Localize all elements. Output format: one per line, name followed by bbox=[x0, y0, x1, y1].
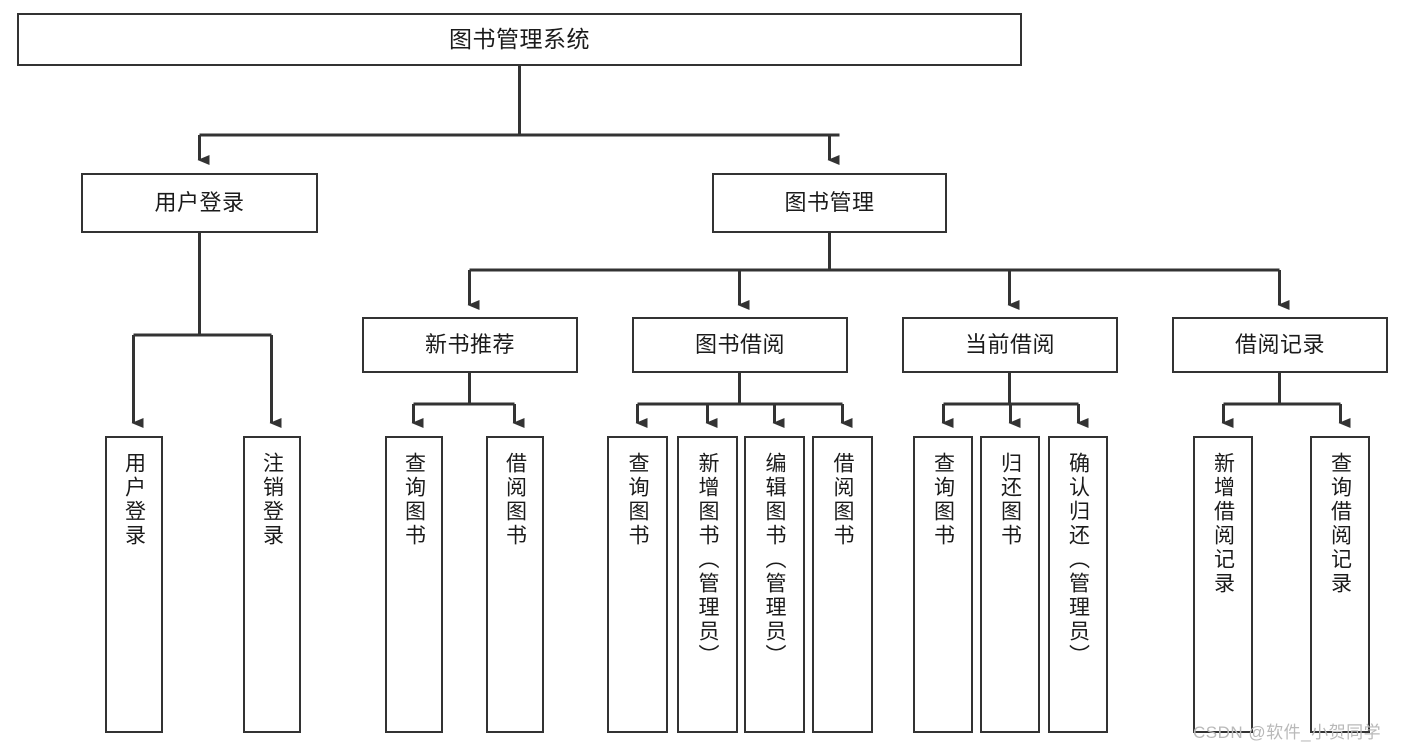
node-label: 归还图书 bbox=[998, 452, 1022, 548]
node-label: 新增借阅记录 bbox=[1211, 452, 1235, 596]
leaf-return-book[interactable]: 归还图书 bbox=[980, 436, 1040, 733]
node-label: 借阅图书 bbox=[831, 452, 854, 548]
node-label: 图书管理系统 bbox=[449, 26, 590, 53]
node-label: 图书借阅 bbox=[694, 332, 785, 358]
node-root-system[interactable]: 图书管理系统 bbox=[17, 13, 1022, 66]
leaf-query-borrow-record[interactable]: 查询借阅记录 bbox=[1310, 436, 1370, 733]
node-label: 确认归还（管理员） bbox=[1066, 452, 1090, 668]
node-book-management[interactable]: 图书管理 bbox=[712, 173, 947, 233]
node-label: 新增图书（管理员） bbox=[696, 452, 719, 668]
leaf-edit-book-admin[interactable]: 编辑图书（管理员） bbox=[744, 436, 805, 733]
node-label: 用户登录 bbox=[154, 190, 245, 216]
node-book-borrow[interactable]: 图书借阅 bbox=[632, 317, 848, 373]
leaf-add-borrow-record[interactable]: 新增借阅记录 bbox=[1193, 436, 1253, 733]
node-label: 查询图书 bbox=[626, 452, 649, 548]
node-label: 新书推荐 bbox=[424, 332, 515, 358]
node-label: 图书管理 bbox=[784, 190, 875, 216]
node-label: 借阅图书 bbox=[503, 452, 527, 548]
node-label: 当前借阅 bbox=[964, 332, 1055, 358]
node-label: 注销登录 bbox=[260, 452, 284, 548]
leaf-borrow-book-recommend[interactable]: 借阅图书 bbox=[486, 436, 544, 733]
leaf-user-logout[interactable]: 注销登录 bbox=[243, 436, 301, 733]
csdn-watermark: CSDN @软件_小贺同学 bbox=[1193, 723, 1382, 742]
node-label: 查询图书 bbox=[402, 452, 426, 548]
node-current-borrow[interactable]: 当前借阅 bbox=[902, 317, 1118, 373]
leaf-query-book-recommend[interactable]: 查询图书 bbox=[385, 436, 443, 733]
node-borrow-record[interactable]: 借阅记录 bbox=[1172, 317, 1388, 373]
leaf-borrow-book[interactable]: 借阅图书 bbox=[812, 436, 873, 733]
leaf-confirm-return-admin[interactable]: 确认归还（管理员） bbox=[1048, 436, 1108, 733]
node-label: 查询图书 bbox=[931, 452, 955, 548]
leaf-query-book-current[interactable]: 查询图书 bbox=[913, 436, 973, 733]
node-new-book-recommend[interactable]: 新书推荐 bbox=[362, 317, 578, 373]
node-label: 用户登录 bbox=[122, 452, 146, 548]
node-label: 编辑图书（管理员） bbox=[763, 452, 786, 668]
leaf-user-login[interactable]: 用户登录 bbox=[105, 436, 163, 733]
node-user-login[interactable]: 用户登录 bbox=[81, 173, 318, 233]
node-label: 借阅记录 bbox=[1234, 332, 1325, 358]
leaf-query-book-borrow[interactable]: 查询图书 bbox=[607, 436, 668, 733]
leaf-add-book-admin[interactable]: 新增图书（管理员） bbox=[677, 436, 738, 733]
node-label: 查询借阅记录 bbox=[1328, 452, 1352, 596]
